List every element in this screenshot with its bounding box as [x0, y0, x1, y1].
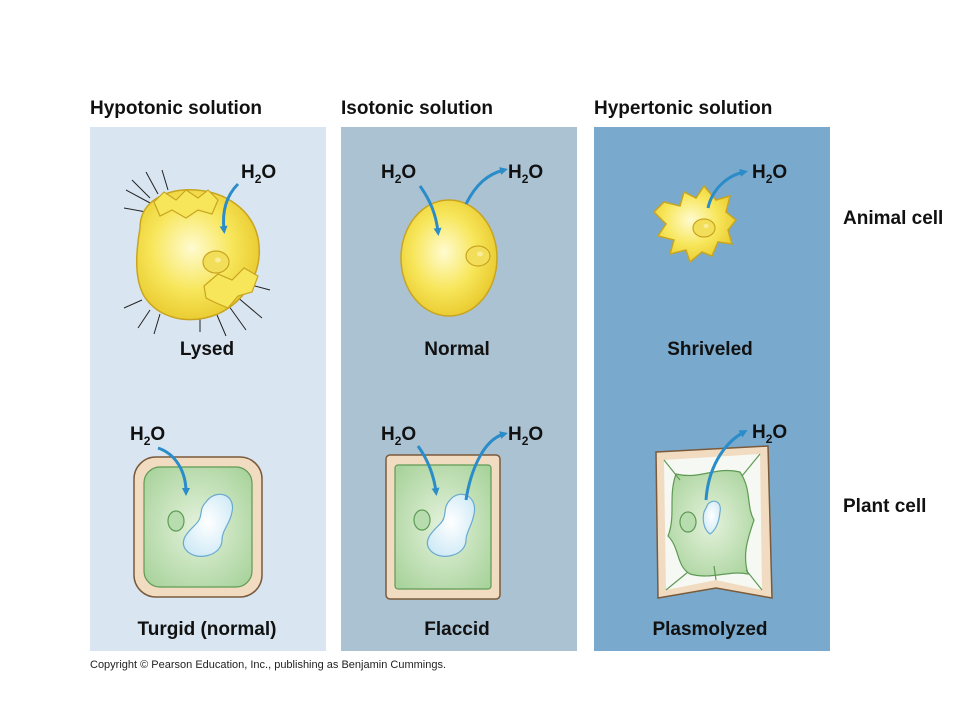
- isotonic-title: Isotonic solution: [341, 98, 493, 119]
- h2o-label: H2O: [381, 424, 416, 448]
- h2o-label: H2O: [241, 162, 276, 186]
- vacuole: [702, 500, 721, 535]
- torn-membrane-right: [203, 267, 259, 309]
- nucleolus: [215, 257, 221, 263]
- h2o-label: H2O: [508, 162, 543, 186]
- plant-cell-label: Plant cell: [843, 496, 927, 517]
- normal-cell-body: [400, 199, 498, 317]
- flaccid-plant-cell: [385, 454, 501, 600]
- vacuole: [182, 493, 234, 557]
- torn-membrane-top: [153, 189, 219, 219]
- arrow-out-isotonic-animal: [464, 167, 508, 205]
- caption-normal: Normal: [424, 339, 489, 360]
- h2o-label: H2O: [508, 424, 543, 448]
- water-arrows: [157, 167, 748, 501]
- hypertonic-title: Hypertonic solution: [594, 98, 773, 119]
- arrow-out-hypertonic-animal: [706, 168, 748, 209]
- nucleolus: [703, 224, 709, 228]
- arrow-in-hypotonic-animal: [219, 182, 240, 234]
- vacuole: [426, 493, 476, 557]
- arrow-out-hypertonic-plant: [704, 430, 748, 501]
- nucleus: [465, 245, 491, 267]
- caption-flaccid: Flaccid: [424, 619, 489, 640]
- shriveled-animal-cell: [652, 184, 738, 264]
- h2o-label: H2O: [130, 424, 165, 448]
- caption-turgid: Turgid (normal): [138, 619, 277, 640]
- caption-shriveled: Shriveled: [667, 339, 753, 360]
- nucleus: [692, 218, 716, 238]
- arrow-in-isotonic-animal: [418, 185, 442, 236]
- caption-plasmolyzed: Plasmolyzed: [652, 619, 767, 640]
- nucleus: [679, 511, 697, 533]
- nucleolus: [477, 251, 483, 257]
- arrow-out-isotonic-plant: [464, 431, 508, 501]
- copyright-notice: Copyright © Pearson Education, Inc., pub…: [90, 659, 447, 671]
- h2o-label: H2O: [752, 422, 787, 446]
- arrow-in-isotonic-plant: [416, 445, 440, 496]
- caption-lysed: Lysed: [180, 339, 234, 360]
- arrow-in-hypotonic-plant: [157, 446, 190, 496]
- hypotonic-title: Hypotonic solution: [90, 98, 263, 119]
- turgid-plant-cell: [133, 456, 263, 598]
- lysed-animal-cell: [123, 169, 271, 337]
- nucleus: [202, 250, 230, 274]
- plasmolyzed-plant-cell: [655, 445, 773, 599]
- captions: Lysed Normal Shriveled Turgid (normal) F…: [138, 339, 768, 640]
- h2o-label: H2O: [381, 162, 416, 186]
- animal-cell-label: Animal cell: [843, 208, 944, 229]
- hechtian-strands: [663, 453, 763, 591]
- nucleus: [167, 510, 185, 532]
- nucleus: [413, 509, 431, 531]
- h2o-labels: H2O H2O H2O H2O H2O H2O H2O H2O: [130, 162, 787, 448]
- h2o-label: H2O: [752, 162, 787, 186]
- normal-animal-cell: [400, 199, 498, 317]
